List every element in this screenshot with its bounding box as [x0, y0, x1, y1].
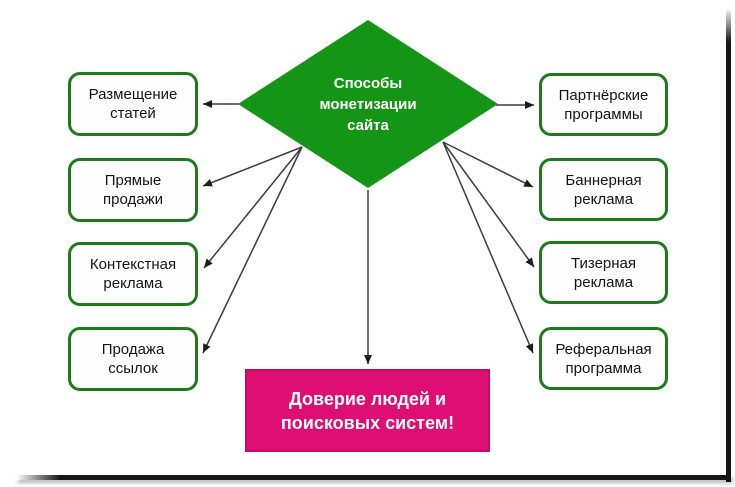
node-referral-program-label: Реферальная программа	[555, 340, 652, 377]
node-article-placement-label: Размещение статей	[88, 86, 178, 122]
arrow-direct-sales	[202, 146, 303, 187]
node-affiliate-programs-label: Партнёрские программы	[558, 86, 649, 123]
node-direct-sales: Прямые продажи	[68, 158, 198, 222]
node-contextual-ads: Контекстная реклама	[68, 242, 198, 306]
node-banner-ads-label: Баннерная реклама	[565, 171, 642, 208]
arrow-link-sales	[202, 146, 303, 354]
arrow-banner-ads	[442, 141, 534, 188]
node-referral-program: Реферальная программа	[539, 327, 668, 390]
node-article-placement: Размещение статей	[68, 72, 198, 136]
node-contextual-ads-label: Контекстная реклама	[89, 256, 177, 292]
node-teaser-ads-label: Тизерная реклама	[570, 254, 637, 291]
result-node-label: Доверие людей и поисковых систем!	[280, 388, 455, 433]
arrow-referral-program	[442, 141, 534, 354]
node-link-sales: Продажа ссылок	[68, 327, 198, 391]
node-affiliate-programs: Партнёрские программы	[539, 73, 668, 136]
node-direct-sales-label: Прямые продажи	[103, 172, 163, 208]
arrow-teaser-ads	[442, 141, 535, 268]
node-teaser-ads: Тизерная реклама	[539, 241, 668, 304]
node-link-sales-label: Продажа ссылок	[101, 341, 165, 377]
node-banner-ads: Баннерная реклама	[539, 158, 668, 221]
frame-shadow-right	[726, 8, 731, 482]
frame-shadow-bottom	[16, 475, 731, 480]
arrow-contextual-ads	[203, 146, 303, 269]
result-node-trust: Доверие людей и поисковых систем!	[245, 369, 490, 452]
central-node-label: Способы монетизации сайта	[319, 74, 417, 134]
